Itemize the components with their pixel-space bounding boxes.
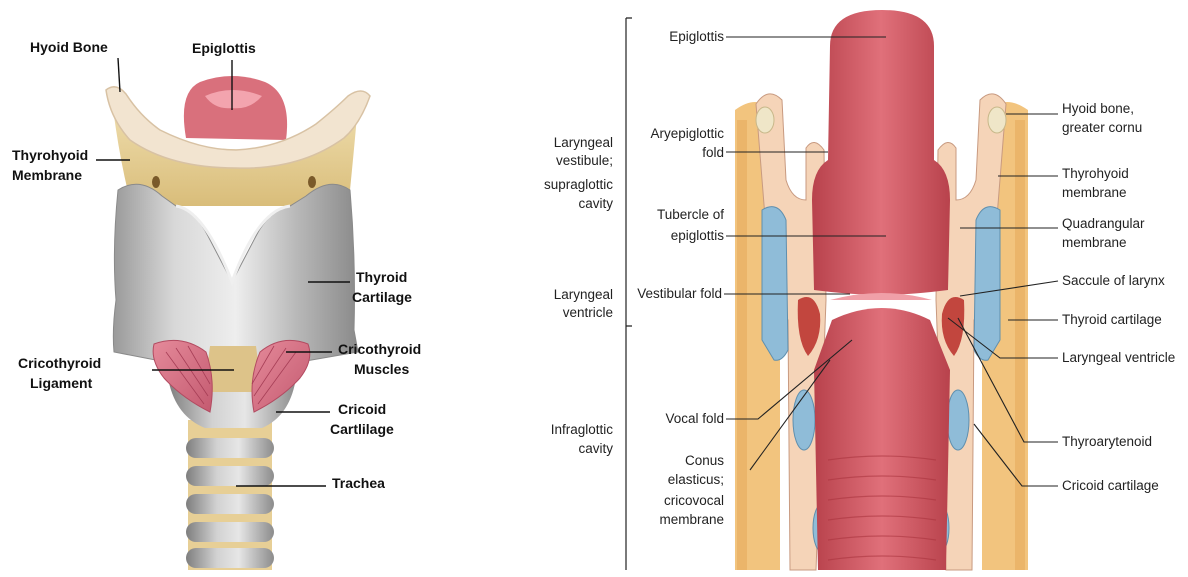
label-quadrangular-membrane-1: Quadrangular	[1062, 216, 1145, 231]
trachea-rings	[186, 420, 274, 570]
label-cricoid-cartilage-1: Cricoid	[338, 401, 386, 417]
label-hyoid-bone: Hyoid Bone	[30, 39, 108, 55]
label-aryepiglottic-fold-1: Aryepiglottic	[650, 126, 724, 141]
label-hyoid-cornu-1: Hyoid bone,	[1062, 101, 1134, 116]
label-thyroid-cartilage-2: Cartilage	[352, 289, 412, 305]
label-tubercle-epiglottis-1: Tubercle of	[657, 207, 724, 222]
coronal-larynx-diagram: Laryngeal vestibule; supraglottic cavity…	[530, 0, 1188, 572]
region-ventricle-2: ventricle	[563, 305, 613, 320]
label-conus-elasticus-1: Conus	[685, 453, 724, 468]
region-labels: Laryngeal vestibule; supraglottic cavity…	[544, 135, 613, 456]
label-cricothyroid-ligament-1: Cricothyroid	[18, 355, 101, 371]
right-thyroid-cartilage	[974, 207, 1000, 361]
label-thyroid-cartilage-1: Thyroid	[356, 269, 407, 285]
region-vestibule-4: cavity	[578, 196, 613, 211]
region-infraglottic-1: Infraglottic	[551, 422, 614, 437]
structure-labels-left: Epiglottis Aryepiglottic fold Tubercle o…	[637, 29, 724, 527]
label-thyrohyoid-membrane-section-2: membrane	[1062, 185, 1127, 200]
label-conus-elasticus-2: elasticus;	[668, 472, 724, 487]
label-hyoid-cornu-2: greater cornu	[1062, 120, 1142, 135]
region-infraglottic-2: cavity	[578, 441, 613, 456]
label-conus-elasticus-3: cricovocal	[664, 493, 724, 508]
label-cricoid-cartilage-section: Cricoid cartilage	[1062, 478, 1159, 493]
label-cricothyroid-ligament-2: Ligament	[30, 375, 93, 391]
label-cricothyroid-muscles-2: Muscles	[354, 361, 409, 377]
coronal-larynx-illustration: Laryngeal vestibule; supraglottic cavity…	[530, 0, 1188, 572]
label-thyroid-cartilage-section: Thyroid cartilage	[1062, 312, 1162, 327]
label-thyrohyoid-membrane-2: Membrane	[12, 167, 82, 183]
infraglottic-mucosa	[814, 308, 950, 570]
label-trachea: Trachea	[332, 475, 385, 491]
thyroid-cartilage-shape	[113, 184, 358, 370]
label-epiglottis-section: Epiglottis	[669, 29, 724, 44]
external-larynx-diagram: Hyoid Bone Epiglottis Thyrohyoid Membran…	[0, 0, 560, 572]
label-vocal-fold: Vocal fold	[665, 411, 724, 426]
label-vestibular-fold: Vestibular fold	[637, 286, 722, 301]
left-thyroid-cartilage	[762, 207, 788, 361]
external-larynx-illustration: Hyoid Bone Epiglottis Thyrohyoid Membran…	[0, 0, 560, 572]
structure-labels-right: Hyoid bone, greater cornu Thyrohyoid mem…	[1062, 101, 1175, 493]
label-aryepiglottic-fold-2: fold	[702, 145, 724, 160]
label-thyroarytenoid: Thyroarytenoid	[1062, 434, 1152, 449]
label-conus-elasticus-4: membrane	[659, 512, 724, 527]
label-tubercle-epiglottis-2: epiglottis	[671, 228, 725, 243]
label-laryngeal-ventricle: Laryngeal ventricle	[1062, 350, 1175, 365]
epiglottis-mucosa	[812, 10, 950, 295]
label-thyrohyoid-membrane-section-1: Thyrohyoid	[1062, 166, 1129, 181]
label-thyrohyoid-membrane-1: Thyrohyoid	[12, 147, 88, 163]
label-epiglottis: Epiglottis	[192, 40, 256, 56]
region-vestibule-1: Laryngeal	[554, 135, 613, 150]
label-saccule-of-larynx: Saccule of larynx	[1062, 273, 1165, 288]
region-vestibule-3: supraglottic	[544, 177, 613, 192]
label-cricoid-cartilage-2: Cartlilage	[330, 421, 394, 437]
label-quadrangular-membrane-2: membrane	[1062, 235, 1127, 250]
region-vestibule-2: vestibule;	[556, 153, 613, 168]
region-ventricle-1: Laryngeal	[554, 287, 613, 302]
label-cricothyroid-muscles-1: Cricothyroid	[338, 341, 421, 357]
